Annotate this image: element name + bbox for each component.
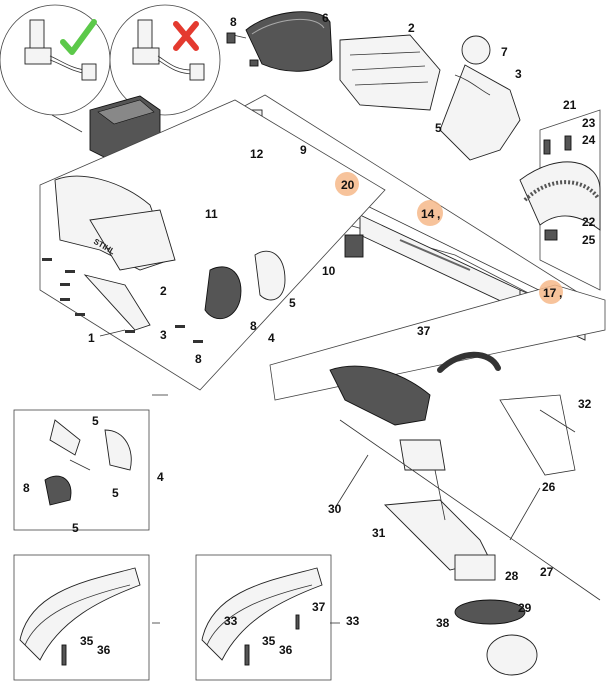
- label-25: 25: [582, 233, 596, 247]
- label-4: 4: [268, 331, 275, 345]
- highlight-17: [539, 280, 563, 304]
- label-22: 22: [582, 215, 596, 229]
- label-24: 24: [582, 133, 596, 147]
- label-7: 7: [501, 45, 508, 59]
- label-4-box: 4: [157, 470, 164, 484]
- cross-mark-icon: [173, 21, 199, 51]
- label-35-left: 35: [80, 634, 94, 648]
- label-37: 37: [417, 324, 431, 338]
- label-37-box: 37: [312, 600, 326, 614]
- label-6: 6: [322, 11, 329, 25]
- label-33-box-inner: 33: [224, 614, 238, 628]
- label-14-suffix: ,: [437, 207, 440, 221]
- label-28: 28: [505, 569, 519, 583]
- label-5-box-b: 5: [112, 486, 119, 500]
- label-3-lower: 3: [160, 328, 167, 342]
- label-17-suffix: ,: [559, 286, 562, 300]
- label-26: 26: [542, 480, 556, 494]
- label-32: 32: [578, 397, 592, 411]
- check-mark-icon: [60, 19, 97, 55]
- inset-incorrect-connector: [109, 4, 221, 116]
- label-2-lower: 2: [160, 284, 167, 298]
- leader-lines: [99, 329, 576, 624]
- label-36-right: 36: [279, 643, 293, 657]
- label-17-callout: 17 ,: [543, 286, 562, 300]
- label-38: 38: [436, 616, 450, 630]
- handle-housing-panel: [39, 99, 386, 391]
- highlight-14: [417, 200, 443, 226]
- label-1: 1: [88, 331, 95, 345]
- label-5-mid: 5: [289, 296, 296, 310]
- label-8-box: 8: [23, 481, 30, 495]
- label-14-callout: 14 ,: [421, 207, 440, 221]
- label-9: 9: [300, 143, 307, 157]
- guard-box-left: [13, 554, 150, 681]
- label-36-left: 36: [97, 643, 111, 657]
- part-labels: 6 8 2 7 3 21 23 24 5 12 9 20 14 , 22 25 …: [23, 11, 596, 657]
- label-35-right: 35: [262, 634, 276, 648]
- label-10: 10: [322, 264, 336, 278]
- detail-box-4: [13, 409, 150, 531]
- highlight-20: [335, 172, 359, 196]
- label-3: 3: [515, 67, 522, 81]
- label-31: 31: [372, 526, 386, 540]
- label-5: 5: [435, 121, 442, 135]
- label-29: 29: [518, 601, 532, 615]
- label-5-box-a: 5: [92, 414, 99, 428]
- label-17: 17: [543, 286, 557, 300]
- guard-box-right: [195, 554, 332, 681]
- lower-assembly-panel: [269, 284, 606, 676]
- inset-correct-connector: [0, 4, 111, 116]
- label-27: 27: [540, 565, 554, 579]
- label-33-box-outer: 33: [346, 614, 360, 628]
- label-5-box-c: 5: [72, 521, 79, 535]
- label-8: 8: [230, 15, 237, 29]
- label-30: 30: [328, 502, 342, 516]
- label-23: 23: [582, 116, 596, 130]
- guard-ring-panel: [519, 109, 601, 291]
- label-12: 12: [250, 147, 264, 161]
- label-14: 14: [421, 207, 435, 221]
- label-20: 20: [341, 178, 355, 192]
- label-2: 2: [408, 21, 415, 35]
- label-8-mid: 8: [250, 319, 257, 333]
- label-21: 21: [563, 98, 577, 112]
- highlight-markers: [335, 172, 563, 304]
- label-8-lower: 8: [195, 352, 202, 366]
- motor-housing-group: [226, 11, 521, 161]
- label-11: 11: [205, 207, 218, 221]
